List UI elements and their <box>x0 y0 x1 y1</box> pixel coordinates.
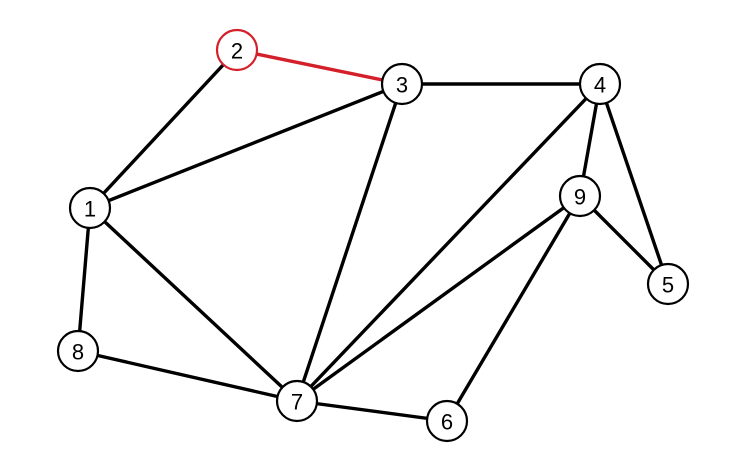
node-label: 3 <box>396 73 408 98</box>
edge-1-8 <box>76 206 92 353</box>
edge-7-6 <box>295 399 449 423</box>
node-6: 6 <box>425 399 469 443</box>
edge-2-1 <box>88 48 239 210</box>
node-1: 1 <box>68 186 112 230</box>
node-8: 8 <box>56 329 100 373</box>
edge-1-7 <box>88 206 299 403</box>
node-circle <box>646 262 690 306</box>
node-5: 5 <box>646 262 690 306</box>
node-label: 2 <box>231 39 243 64</box>
edge-2-3 <box>235 48 404 86</box>
node-label: 9 <box>574 185 586 210</box>
node-label: 1 <box>84 197 96 222</box>
nodes-layer: 1 2 3 4 5 6 7 8 9 <box>56 28 690 443</box>
edge-3-7 <box>295 82 404 403</box>
edge-8-7 <box>76 349 299 403</box>
node-circle <box>558 174 602 218</box>
node-label: 5 <box>662 273 674 298</box>
node-3: 3 <box>380 62 424 106</box>
node-circle <box>425 399 469 443</box>
node-label: 6 <box>441 410 453 435</box>
edge-4-7 <box>295 82 602 403</box>
node-circle <box>578 62 622 106</box>
node-circle <box>275 379 319 423</box>
node-4: 4 <box>578 62 622 106</box>
node-circle <box>215 28 259 72</box>
edge-1-3 <box>88 82 404 210</box>
edges-layer <box>76 48 670 423</box>
node-label: 8 <box>72 340 84 365</box>
node-label: 4 <box>594 73 606 98</box>
node-circle <box>380 62 424 106</box>
node-label: 7 <box>291 390 303 415</box>
edge-9-6 <box>445 194 582 423</box>
node-7: 7 <box>275 379 319 423</box>
node-circle <box>68 186 112 230</box>
node-circle <box>56 329 100 373</box>
node-9: 9 <box>558 174 602 218</box>
edge-4-5 <box>598 82 670 286</box>
edge-9-7 <box>295 194 582 403</box>
node-2: 2 <box>215 28 259 72</box>
